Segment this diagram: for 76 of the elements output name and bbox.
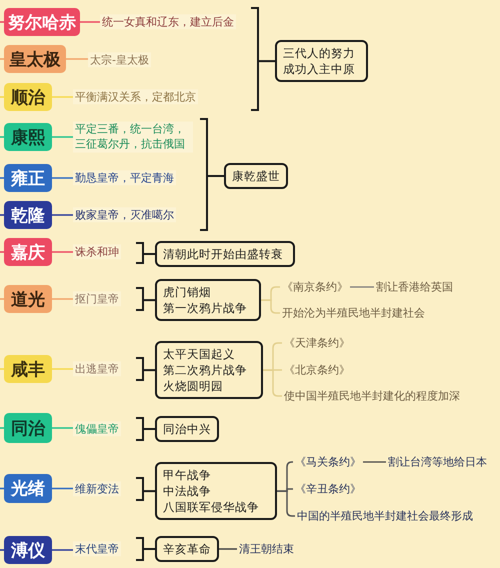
note-text: 平衡满汉关系，定都北京	[73, 89, 198, 105]
connector-line	[350, 286, 374, 288]
box-text: 八国联军侵华战争	[163, 499, 260, 516]
box-text: 火烧圆明园	[163, 378, 224, 394]
branch-text: 开始沦为半殖民地半封建社会	[280, 305, 427, 321]
emperor-tag: 顺治	[4, 83, 52, 111]
box-text: 第一次鸦片战争	[163, 300, 248, 316]
connector-line	[0, 58, 4, 60]
box-text: 虎门销烟	[163, 284, 212, 300]
box-text: 甲午战争	[163, 467, 212, 484]
summary-box	[155, 462, 277, 520]
connector-line	[0, 549, 4, 551]
connector-line	[0, 96, 4, 98]
note-text: 维新变法	[73, 481, 121, 497]
note-text: 统一女真和辽东，建立后金	[100, 14, 236, 30]
summary-box	[155, 279, 261, 322]
connector-line	[0, 368, 4, 370]
connector-line	[52, 214, 73, 216]
connector-line	[0, 427, 4, 429]
box-text: 中法战争	[163, 483, 212, 500]
connector-line	[0, 136, 4, 138]
connector-line	[52, 427, 73, 429]
emperor-tag: 道光	[4, 285, 52, 313]
emperor-tag: 努尔哈赤	[4, 8, 80, 36]
connector-line	[80, 21, 100, 23]
emperor-tag: 溥仪	[4, 536, 52, 564]
connector-line	[0, 298, 4, 300]
emperor-tag: 康熙	[4, 123, 52, 151]
box-text: 太平天国起义	[163, 346, 236, 362]
connector-line	[52, 368, 73, 370]
branch-text: 割让香港给英国	[374, 279, 455, 295]
connector-line	[0, 177, 4, 179]
branch-text: 使中国半殖民地半封建化的程度加深	[282, 388, 462, 404]
branch-text: 割让台湾等地给日本	[386, 454, 489, 470]
connector-line	[52, 298, 73, 300]
note-text: 勤恳皇帝，平定青海	[73, 170, 176, 186]
connector-line	[0, 251, 4, 253]
summary-box: 三代人的努力成功入主中原	[275, 40, 368, 82]
note-text: 诛杀和珅	[73, 244, 121, 260]
emperor-tag: 皇太极	[4, 45, 66, 73]
connector-line	[277, 490, 295, 517]
connector-line	[66, 58, 88, 60]
summary-box	[155, 341, 263, 400]
note-text: 末代皇帝	[73, 541, 121, 557]
connector-line	[52, 488, 73, 490]
summary-box: 辛亥革命	[155, 536, 219, 562]
summary-box: 康乾盛世	[224, 163, 288, 190]
note-text: 出逃皇帝	[73, 361, 121, 377]
branch-text: 中国的半殖民地半封建社会最终形成	[295, 508, 475, 524]
emperor-tag: 光绪	[4, 474, 52, 503]
summary-box: 清朝此时开始由盛转衰	[155, 241, 295, 268]
note-text: 太宗-皇太极	[88, 52, 151, 68]
note-text: 平定三番，统一台湾，三征葛尔丹，抗击俄国	[73, 122, 193, 152]
emperor-tag: 同治	[4, 413, 52, 443]
emperor-tag: 嘉庆	[4, 238, 52, 266]
emperor-tag: 雍正	[4, 164, 52, 192]
emperor-tag: 咸丰	[4, 355, 52, 383]
connector-line	[52, 549, 73, 551]
note-text: 傀儡皇帝	[73, 421, 121, 437]
connector-line	[0, 214, 4, 216]
summary-box: 同治中兴	[155, 416, 219, 442]
connector-line	[52, 136, 73, 138]
connector-line	[261, 299, 280, 314]
connector-line	[0, 21, 4, 23]
note-text: 败家皇帝，灭准噶尔	[73, 207, 176, 223]
connector-line	[363, 461, 386, 463]
connector-line	[219, 548, 237, 550]
box-text: 第二次鸦片战争	[163, 362, 248, 378]
note-text: 抠门皇帝	[73, 291, 121, 307]
connector-line	[0, 488, 4, 490]
emperor-tag: 乾隆	[4, 201, 52, 229]
connector-line	[52, 96, 73, 98]
connector-line	[52, 177, 73, 179]
connector-line	[52, 251, 73, 253]
connector-line	[263, 369, 282, 397]
branch-text: 清王朝结束	[237, 541, 296, 557]
